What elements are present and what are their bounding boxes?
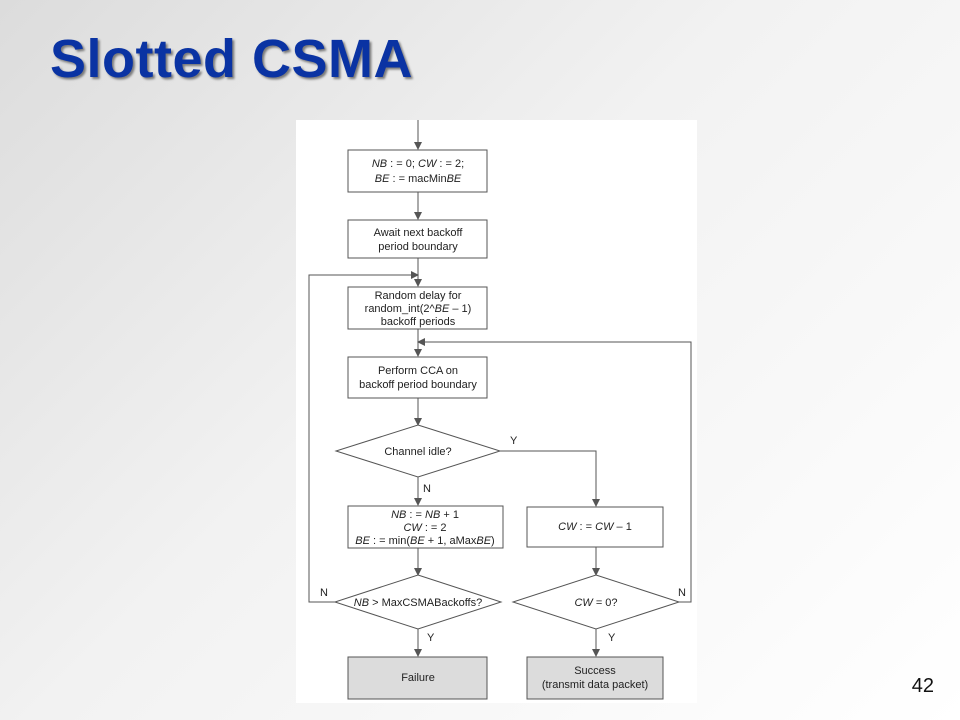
svg-text:Success: Success bbox=[574, 665, 616, 677]
svg-text:BE : = min(BE + 1, aMaxBE): BE : = min(BE + 1, aMaxBE) bbox=[355, 535, 494, 547]
cwcheck-yes-label: Y bbox=[608, 632, 616, 644]
nbcheck-no-label: N bbox=[320, 587, 328, 599]
svg-text:CW = 0?: CW = 0? bbox=[574, 597, 617, 609]
flowchart-svg: NB : = 0; CW : = 2; BE : = macMinBE Awai… bbox=[308, 120, 692, 700]
page-number: 42 bbox=[911, 675, 934, 697]
svg-text:NB : = 0; CW : = 2;: NB : = 0; CW : = 2; bbox=[372, 158, 464, 170]
svg-text:BE : = macMinBE: BE : = macMinBE bbox=[375, 173, 462, 185]
svg-text:period boundary: period boundary bbox=[378, 241, 458, 253]
svg-text:random_int(2^BE – 1): random_int(2^BE – 1) bbox=[365, 303, 472, 315]
svg-text:Failure: Failure bbox=[401, 672, 435, 684]
idle-no-label: N bbox=[423, 483, 431, 495]
arrow-nbcheck-no-loop bbox=[308, 271, 419, 603]
arrow-cwcheck-no-loop bbox=[417, 338, 692, 603]
svg-text:(transmit data packet): (transmit data packet) bbox=[542, 679, 648, 691]
cca-box: Perform CCA on backoff period boundary bbox=[347, 356, 488, 399]
nb-check-diamond: NB > MaxCSMABackoffs? bbox=[333, 574, 503, 630]
svg-text:backoff period boundary: backoff period boundary bbox=[359, 379, 477, 391]
svg-text:NB > MaxCSMABackoffs?: NB > MaxCSMABackoffs? bbox=[354, 597, 482, 609]
random-delay-box: Random delay for random_int(2^BE – 1) ba… bbox=[347, 286, 488, 330]
csma-flowchart: NB : = 0; CW : = 2; BE : = macMinBE Awai… bbox=[296, 120, 697, 703]
svg-text:CW : = CW – 1: CW : = CW – 1 bbox=[558, 521, 632, 533]
channel-idle-diamond: Channel idle? bbox=[334, 424, 502, 478]
success-box: Success (transmit data packet) bbox=[526, 656, 664, 700]
increment-box: NB : = NB + 1 CW : = 2 BE : = min(BE + 1… bbox=[347, 505, 504, 549]
svg-text:Channel idle?: Channel idle? bbox=[384, 446, 451, 458]
init-box: NB : = 0; CW : = 2; BE : = macMinBE bbox=[347, 149, 488, 193]
svg-text:Perform CCA on: Perform CCA on bbox=[378, 365, 458, 377]
svg-text:backoff periods: backoff periods bbox=[381, 316, 456, 328]
svg-text:Await next backoff: Await next backoff bbox=[374, 227, 464, 239]
failure-box: Failure bbox=[347, 656, 488, 700]
svg-text:NB : = NB + 1: NB : = NB + 1 bbox=[391, 509, 459, 521]
svg-text:Random delay for: Random delay for bbox=[375, 290, 462, 302]
idle-yes-label: Y bbox=[510, 435, 518, 447]
decrement-box: CW : = CW – 1 bbox=[526, 506, 664, 548]
await-box: Await next backoff period boundary bbox=[347, 219, 488, 259]
svg-text:CW : = 2: CW : = 2 bbox=[403, 522, 446, 534]
cw-check-diamond: CW = 0? bbox=[511, 574, 681, 630]
slide-title: Slotted CSMA bbox=[50, 29, 413, 89]
cwcheck-no-label: N bbox=[678, 587, 686, 599]
nbcheck-yes-label: Y bbox=[427, 632, 435, 644]
arrow-idle-yes bbox=[500, 450, 600, 507]
